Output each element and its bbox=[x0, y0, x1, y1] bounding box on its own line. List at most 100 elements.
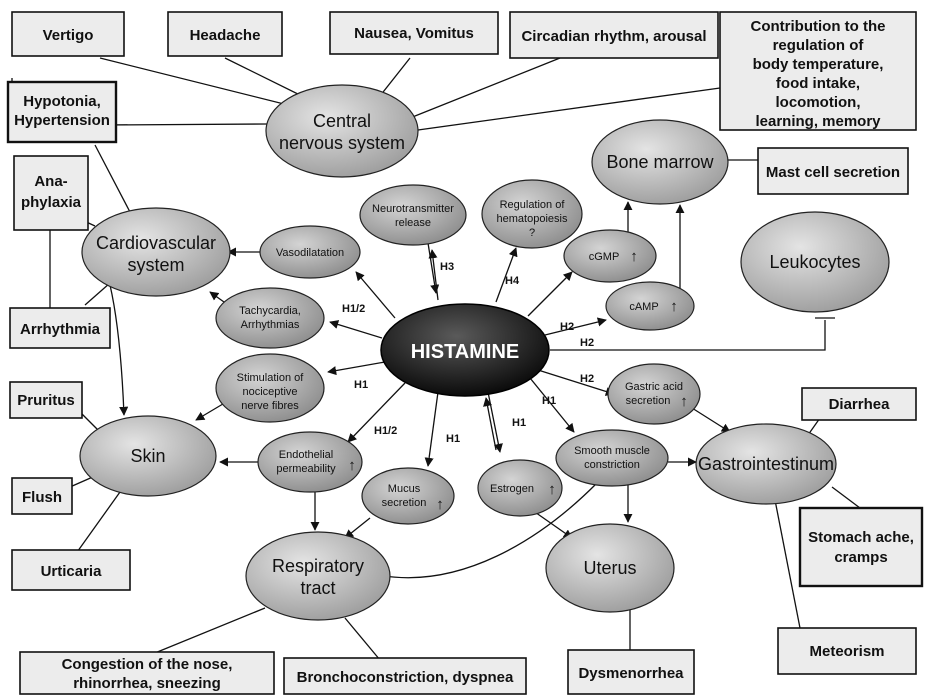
contribution-line-2: regulation of bbox=[773, 37, 865, 54]
urticaria-label: Urticaria bbox=[41, 563, 103, 580]
arrow-hist-tachy bbox=[329, 320, 383, 339]
cgmp-label: cGMP bbox=[589, 251, 620, 263]
neurotransmitter-line-2: release bbox=[395, 217, 431, 229]
arrow-hist-vaso bbox=[355, 271, 396, 319]
line-gastro-diarrhea bbox=[807, 417, 821, 436]
node-respiratory bbox=[245, 531, 391, 621]
receptor-h4: H4 bbox=[505, 275, 520, 287]
box-arrhythmia bbox=[9, 307, 111, 349]
diarrhea-label: Diarrhea bbox=[829, 396, 891, 413]
box-flush bbox=[11, 477, 73, 515]
arrhythmia-label: Arrhythmia bbox=[20, 321, 101, 338]
receptor-labels: H3 H4 H1/2 H1 H1/2 H1 H1 H1 H2 H2 H2 bbox=[342, 261, 594, 445]
cgmp-up-icon: ↑ bbox=[630, 248, 638, 265]
node-cardio bbox=[81, 207, 231, 297]
nausea-label: Nausea, Vomitus bbox=[354, 25, 474, 42]
line-gastro-meteorism bbox=[774, 499, 801, 629]
camp-label: cAMP bbox=[629, 301, 658, 313]
tachycardia-line-1: Tachycardia, bbox=[239, 305, 301, 317]
gastro-label: Gastrointestinum bbox=[698, 454, 834, 474]
arrow-hist-smooth bbox=[529, 377, 575, 433]
dysmenorrhea-label: Dysmenorrhea bbox=[578, 665, 684, 682]
congestion-line-2: rhinorrhea, sneezing bbox=[73, 675, 221, 692]
hematopoiesis-line-1: Regulation of bbox=[500, 199, 566, 211]
node-tachycardia bbox=[215, 287, 325, 349]
line-skin-urticaria bbox=[74, 491, 121, 556]
arrow-hist-leuko bbox=[550, 320, 826, 351]
box-vertigo bbox=[11, 11, 125, 57]
node-smooth-muscle bbox=[555, 429, 669, 487]
box-hypotonia bbox=[6, 80, 118, 144]
arrow-hist-hemato bbox=[495, 247, 518, 303]
receptor-h12-top: H1/2 bbox=[342, 303, 365, 315]
stomach-line-2: cramps bbox=[834, 549, 887, 566]
mucus-line-2: secretion bbox=[382, 497, 427, 509]
mucus-up-icon: ↑ bbox=[436, 496, 444, 513]
hematopoiesis-line-2: hematopoiesis bbox=[497, 213, 568, 225]
arrow-smooth-resp bbox=[377, 483, 597, 581]
node-cgmp bbox=[563, 229, 657, 283]
vertigo-label: Vertigo bbox=[43, 27, 94, 44]
line-resp-congestion bbox=[149, 607, 266, 656]
headache-label: Headache bbox=[190, 27, 261, 44]
receptor-h1-mucus: H1 bbox=[446, 433, 460, 445]
box-pruritus bbox=[9, 381, 83, 419]
contribution-line-5: locomotion, bbox=[776, 94, 861, 111]
line-cns-headache bbox=[224, 57, 311, 101]
node-skin bbox=[79, 415, 217, 497]
camp-up-icon: ↑ bbox=[670, 298, 678, 315]
neurotransmitter-line-1: Neurotransmitter bbox=[372, 203, 454, 215]
arrow-hist-mucus bbox=[424, 391, 439, 467]
nociceptive-line-2: nociceptive bbox=[242, 386, 297, 398]
gastric-acid-line-2: secretion bbox=[626, 395, 671, 407]
node-camp bbox=[605, 281, 695, 331]
symptom-boxes: Vertigo Headache Nausea, Vomitus Circadi… bbox=[6, 11, 924, 695]
circadian-label: Circadian rhythm, arousal bbox=[521, 28, 706, 45]
receptor-h1-estrogen: H1 bbox=[512, 417, 526, 429]
contribution-line-4: food intake, bbox=[776, 75, 860, 92]
uterus-label: Uterus bbox=[583, 558, 636, 578]
respiratory-line-1: Respiratory bbox=[272, 556, 364, 576]
connector-lines bbox=[11, 57, 861, 661]
receptor-h2-leuko: H2 bbox=[580, 337, 594, 349]
anaphylaxia-line-2: phylaxia bbox=[21, 194, 82, 211]
smooth-muscle-line-2: constriction bbox=[584, 459, 640, 471]
congestion-line-1: Congestion of the nose, bbox=[62, 656, 233, 673]
line-cns-contribution bbox=[417, 87, 721, 131]
node-bone-marrow bbox=[591, 119, 729, 205]
box-circadian bbox=[509, 11, 719, 59]
arrow-hist-camp bbox=[544, 317, 607, 336]
mast-cell-label: Mast cell secretion bbox=[766, 164, 900, 181]
arrow-hist-endothelial bbox=[347, 382, 406, 443]
hematopoiesis-line-3: ? bbox=[529, 227, 535, 239]
box-congestion bbox=[19, 651, 275, 695]
endothelial-line-1: Endothelial bbox=[279, 449, 333, 461]
arrow-hist-nociceptive bbox=[327, 361, 386, 376]
node-uterus bbox=[545, 523, 675, 613]
nociceptive-line-1: Stimulation of bbox=[237, 372, 305, 384]
line-cns-circadian bbox=[409, 57, 561, 119]
node-gastric-acid bbox=[607, 363, 701, 425]
box-headache bbox=[167, 11, 283, 57]
tachycardia-line-2: Arrhythmias bbox=[241, 319, 300, 331]
gastric-up-icon: ↑ bbox=[680, 393, 688, 410]
anaphylaxia-line-1: Ana- bbox=[34, 173, 67, 190]
line-cns-hypotonia bbox=[99, 123, 269, 126]
line-gastro-stomach bbox=[831, 486, 861, 509]
bone-marrow-label: Bone marrow bbox=[606, 152, 714, 172]
receptor-h1-smooth: H1 bbox=[542, 395, 556, 407]
effect-nodes: Neurotransmitter release Regulation of h… bbox=[215, 179, 701, 525]
line-resp-broncho bbox=[344, 617, 381, 661]
respiratory-line-2: tract bbox=[300, 578, 335, 598]
contribution-line-6: learning, memory bbox=[755, 113, 881, 130]
node-gastro bbox=[695, 423, 837, 505]
arrow-neuro-hist bbox=[427, 242, 440, 294]
box-stomach bbox=[798, 506, 924, 588]
box-dysmenorrhea bbox=[567, 649, 695, 695]
pruritus-label: Pruritus bbox=[17, 392, 75, 409]
organ-nodes: Central nervous system Cardiovascular sy… bbox=[79, 84, 890, 621]
line-cns-nausea bbox=[379, 57, 411, 97]
line-cns-vertigo bbox=[99, 57, 301, 109]
box-meteorism bbox=[777, 627, 917, 675]
